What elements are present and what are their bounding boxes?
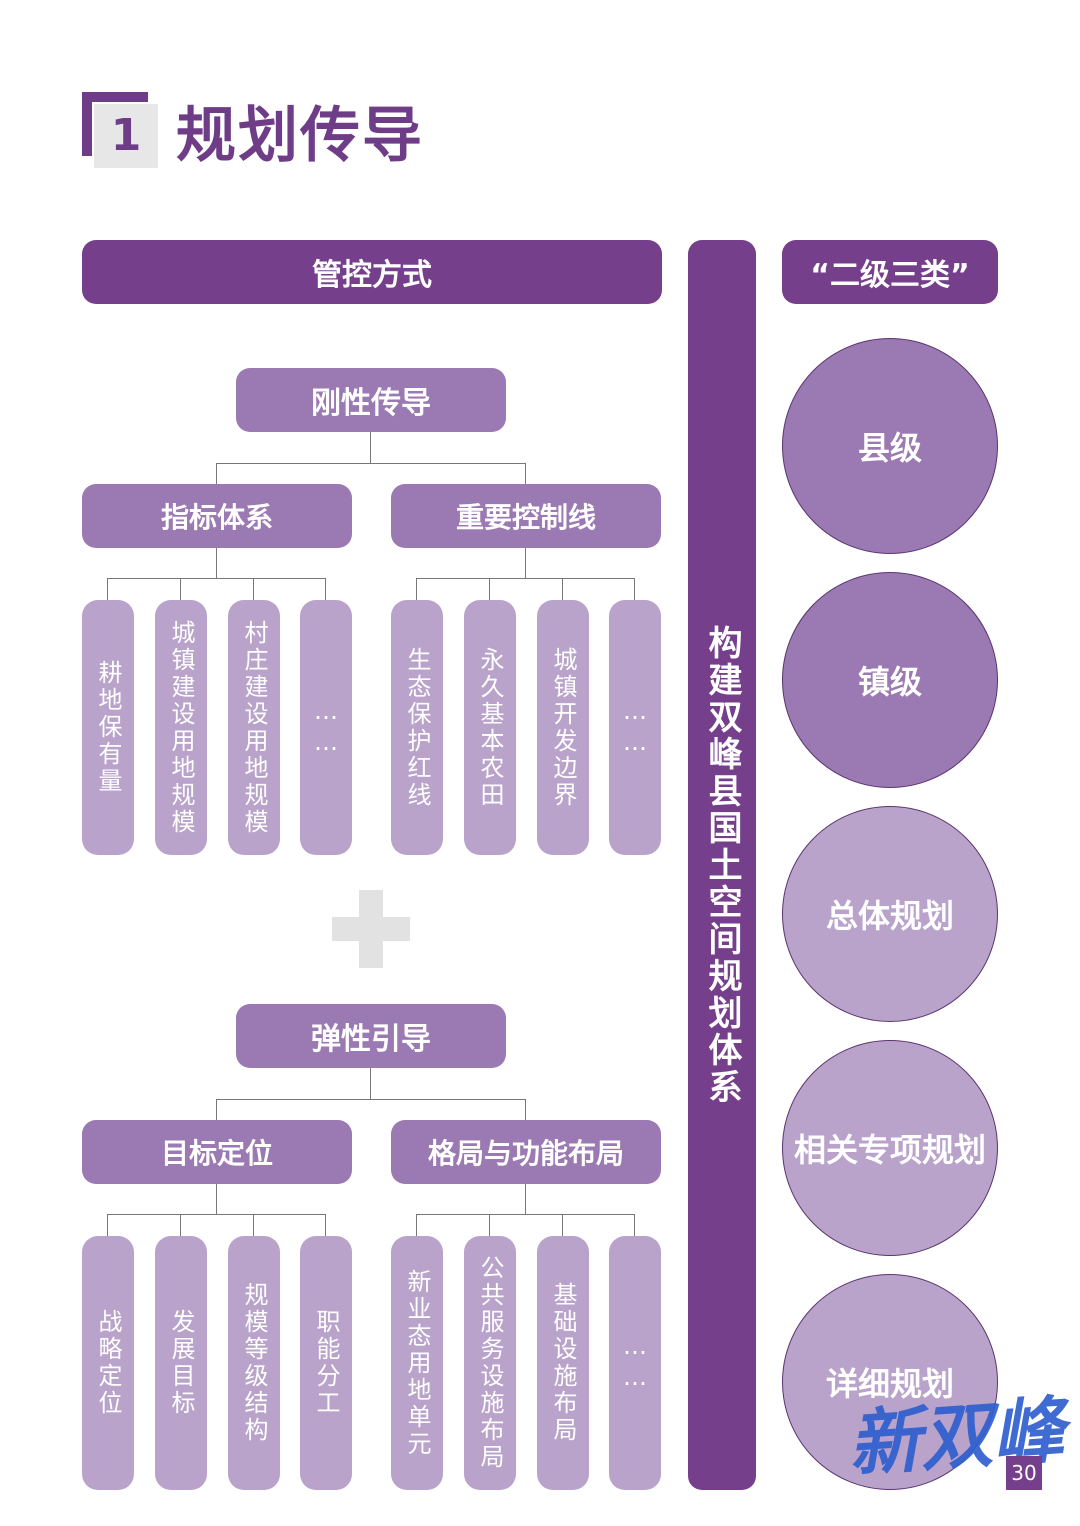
leaf-item: 永久基本农田 xyxy=(464,600,516,855)
connector xyxy=(107,1214,326,1215)
leaf-item: 规模等级结构 xyxy=(228,1236,280,1490)
leaf-item: 基础设施布局 xyxy=(537,1236,589,1490)
connector xyxy=(489,1214,490,1236)
connector xyxy=(562,1214,563,1236)
connector xyxy=(416,1214,635,1215)
connector xyxy=(107,578,108,600)
planning-system-label: 构建双峰县国土空间规划体系 xyxy=(702,624,742,1106)
connector xyxy=(216,1184,217,1214)
connector xyxy=(525,1184,526,1214)
connector xyxy=(416,1214,417,1236)
leaf-item: …… xyxy=(609,1236,661,1490)
connector xyxy=(562,578,563,600)
indicator-system-box: 指标体系 xyxy=(82,484,352,548)
connector xyxy=(216,1099,217,1120)
control-method-header: 管控方式 xyxy=(82,240,662,304)
connector xyxy=(107,1214,108,1236)
rigid-transmission-box: 刚性传导 xyxy=(236,368,506,432)
level-town-circle: 镇级 xyxy=(782,572,998,788)
leaf-item: 城镇开发边界 xyxy=(537,600,589,855)
leaf-item: 职能分工 xyxy=(300,1236,352,1490)
leaf-item: 城镇建设用地规模 xyxy=(155,600,207,855)
connector xyxy=(489,578,490,600)
connector xyxy=(253,578,254,600)
special-plan-circle: 相关专项规划 xyxy=(782,1040,998,1256)
connector xyxy=(216,548,217,578)
leaf-item: …… xyxy=(609,600,661,855)
category-header: “二级三类” xyxy=(782,240,998,304)
page-title: 规划传导 xyxy=(176,101,424,171)
connector xyxy=(370,1068,371,1099)
connector xyxy=(525,1099,526,1120)
connector xyxy=(416,578,635,579)
connector xyxy=(180,578,181,600)
leaf-item: 公共服务设施布局 xyxy=(464,1236,516,1490)
control-lines-box: 重要控制线 xyxy=(391,484,661,548)
connector xyxy=(180,1214,181,1236)
connector xyxy=(253,1214,254,1236)
connector xyxy=(216,463,217,484)
leaf-item: 村庄建设用地规模 xyxy=(228,600,280,855)
connector xyxy=(634,578,635,600)
detailed-plan-circle: 详细规划 xyxy=(782,1274,998,1490)
section-marker-left xyxy=(82,92,92,156)
target-positioning-box: 目标定位 xyxy=(82,1120,352,1184)
section-number: 1 xyxy=(94,104,158,168)
connector xyxy=(216,1099,526,1100)
connector xyxy=(107,578,326,579)
overall-plan-circle: 总体规划 xyxy=(782,806,998,1022)
flexible-guidance-box: 弹性引导 xyxy=(236,1004,506,1068)
connector xyxy=(525,548,526,578)
connector xyxy=(325,578,326,600)
leaf-item: 耕地保有量 xyxy=(82,600,134,855)
leaf-item: 生态保护红线 xyxy=(391,600,443,855)
leaf-item: 发展目标 xyxy=(155,1236,207,1490)
leaf-item: …… xyxy=(300,600,352,855)
connector xyxy=(525,463,526,484)
layout-function-box: 格局与功能布局 xyxy=(391,1120,661,1184)
connector xyxy=(370,432,371,463)
connector xyxy=(325,1214,326,1236)
leaf-item: 战略定位 xyxy=(82,1236,134,1490)
plus-icon-bar xyxy=(332,917,410,941)
leaf-item: 新业态用地单元 xyxy=(391,1236,443,1490)
page-number: 30 xyxy=(1006,1456,1042,1490)
connector xyxy=(216,463,526,464)
level-county-circle: 县级 xyxy=(782,338,998,554)
planning-system-column: 构建双峰县国土空间规划体系 xyxy=(688,240,756,1490)
section-marker-top xyxy=(82,92,148,102)
connector xyxy=(416,578,417,600)
connector xyxy=(634,1214,635,1236)
